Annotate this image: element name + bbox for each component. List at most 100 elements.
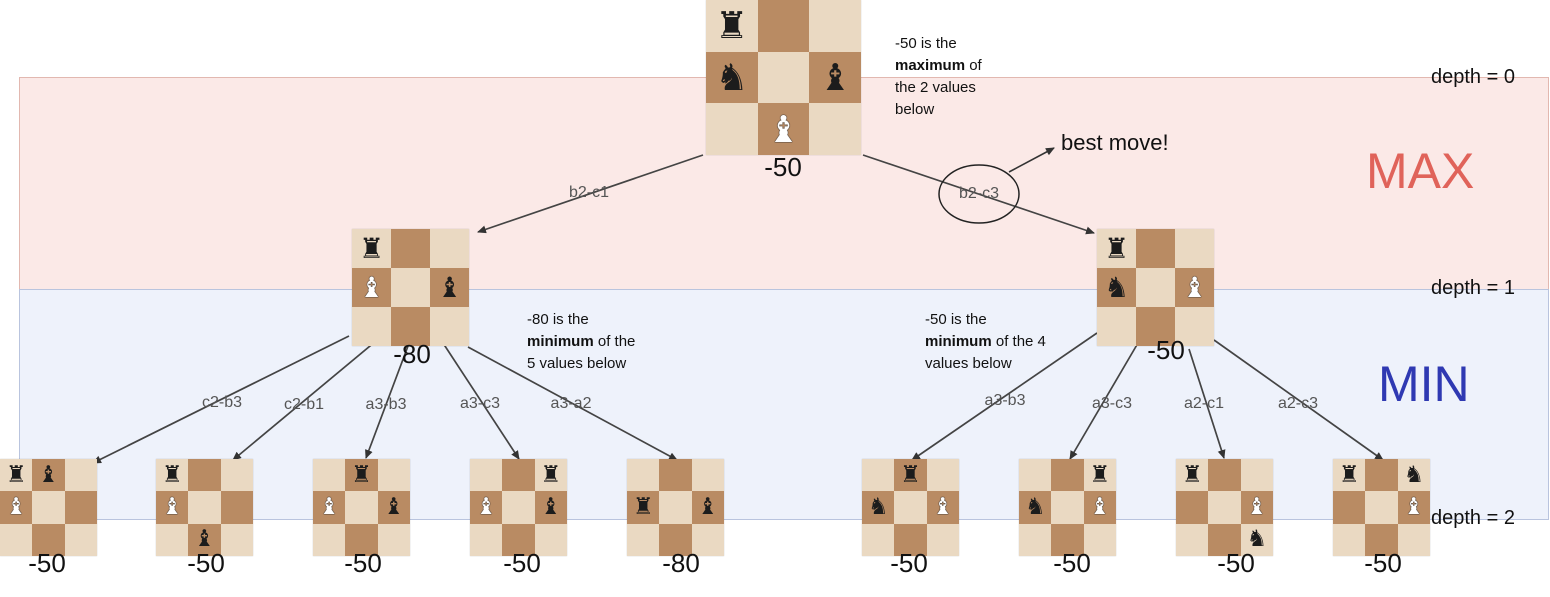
board-square [430, 307, 469, 346]
board-square: ♝ [352, 268, 391, 307]
board-square: ♝ [534, 491, 567, 524]
board-square [32, 523, 65, 556]
white-bishop-icon: ♝ [161, 493, 183, 520]
node-score-L1: -50 [28, 548, 66, 578]
black-rook-icon: ♜ [900, 461, 921, 488]
board-square: ♜ [0, 459, 33, 492]
board-square: ♝ [430, 268, 469, 307]
black-bishop-icon: ♝ [436, 270, 463, 304]
board-square: ♜ [345, 459, 378, 492]
board-square [757, 0, 810, 52]
board-square [313, 459, 346, 492]
board-square [313, 523, 346, 556]
max-label: MAX [1366, 143, 1475, 199]
edge-label: b2-c3 [958, 185, 1000, 202]
depth-1-label: depth = 1 [1431, 277, 1515, 299]
black-bishop-icon: ♝ [697, 493, 719, 520]
node-score-R1: -50 [890, 548, 928, 578]
board-square: ♞ [1097, 268, 1136, 307]
chess-board-L5: ♜♝ [627, 459, 724, 556]
edge-arrow-e_R_R2 [1069, 342, 1139, 460]
board-square: ♝ [691, 491, 724, 524]
edge-arrow-e_R_R3 [1188, 348, 1226, 459]
edge-arrow-e_L_L2 [232, 335, 383, 461]
edge-arrow-e_R_R1 [911, 332, 1098, 461]
board-square [64, 459, 97, 492]
board-square [1333, 491, 1366, 524]
edge-label: c2-b3 [201, 394, 243, 411]
black-rook-icon: ♜ [1181, 461, 1203, 488]
board-square: ♜ [156, 459, 189, 492]
board-square [862, 459, 895, 492]
board-square [220, 523, 253, 556]
edge-label: a3-b3 [984, 392, 1026, 409]
board-square [1019, 523, 1052, 556]
node-score-R3: -50 [1217, 548, 1255, 578]
chess-board-R1: ♜ ♞ ♝ [862, 459, 959, 556]
best-move-label: best move! [1061, 130, 1169, 155]
black-knight-icon: ♞ [867, 493, 889, 520]
board-square: ♜ [627, 491, 660, 524]
black-bishop-icon: ♝ [194, 526, 215, 553]
board-square: ♜ [534, 459, 567, 492]
black-rook-icon: ♜ [1103, 231, 1130, 265]
board-square [1176, 523, 1209, 556]
node-score-L5: -80 [662, 548, 700, 578]
edge-arrow-e_root_L [477, 154, 704, 234]
board-square: ♜ [706, 0, 758, 52]
white-bishop-icon: ♝ [1089, 493, 1111, 520]
board-square: ♝ [1397, 491, 1430, 524]
board-square: ♝ [1240, 491, 1273, 524]
right-note-bold: minimum [925, 333, 992, 350]
edge-label: a3-a2 [550, 395, 592, 412]
board-square: ♞ [1397, 459, 1430, 492]
board-square [1365, 459, 1398, 492]
min-band [19, 289, 1549, 520]
board-square [1051, 523, 1084, 556]
board-square [502, 523, 535, 556]
black-bishop-icon: ♝ [540, 493, 562, 520]
black-rook-icon: ♜ [632, 493, 654, 520]
black-rook-icon: ♜ [358, 231, 385, 265]
black-rook-icon: ♜ [161, 461, 183, 488]
chess-board-R3: ♜♝♞ [1176, 459, 1273, 556]
board-square [188, 491, 221, 524]
edge-label: a3-c3 [459, 395, 501, 412]
board-square [220, 491, 253, 524]
chess-board-root: ♜♞♝♝ [706, 0, 861, 155]
board-square [391, 229, 430, 268]
edge-arrow-e_root_R [862, 154, 1095, 235]
board-square: ♝ [313, 491, 346, 524]
board-square [1136, 268, 1175, 307]
best-move-arrow [1008, 147, 1055, 173]
white-bishop-icon: ♝ [318, 493, 340, 520]
board-square [627, 459, 660, 492]
board-square [64, 523, 97, 556]
board-square [156, 523, 189, 556]
white-bishop-icon: ♝ [358, 270, 385, 304]
board-square [659, 523, 692, 556]
chess-board-R: ♜♞ ♝ [1097, 229, 1214, 346]
root-note-pre: -50 is the [895, 35, 957, 52]
board-square: ♝ [757, 103, 810, 155]
board-square [1136, 307, 1175, 346]
node-score-L3: -50 [344, 548, 382, 578]
board-square: ♝ [926, 491, 959, 524]
board-square [470, 459, 503, 492]
chess-board-L1: ♜♝♝ [0, 459, 97, 556]
board-square [220, 459, 253, 492]
node-score-R4: -50 [1364, 548, 1402, 578]
board-square: ♜ [894, 459, 927, 492]
root-note-bold: maximum [895, 57, 966, 74]
root-note: -50 is the maximum of the 2 values below [895, 33, 1005, 121]
chess-board-R2: ♜♞♝ [1019, 459, 1116, 556]
board-square [1208, 459, 1241, 492]
board-square [1097, 307, 1136, 346]
board-square: ♜ [1176, 459, 1209, 492]
board-square [391, 268, 430, 307]
board-square: ♝ [1175, 268, 1214, 307]
board-square [32, 491, 65, 524]
board-square: ♝ [0, 491, 33, 524]
edge-arrow-e_L_L5 [467, 346, 678, 461]
